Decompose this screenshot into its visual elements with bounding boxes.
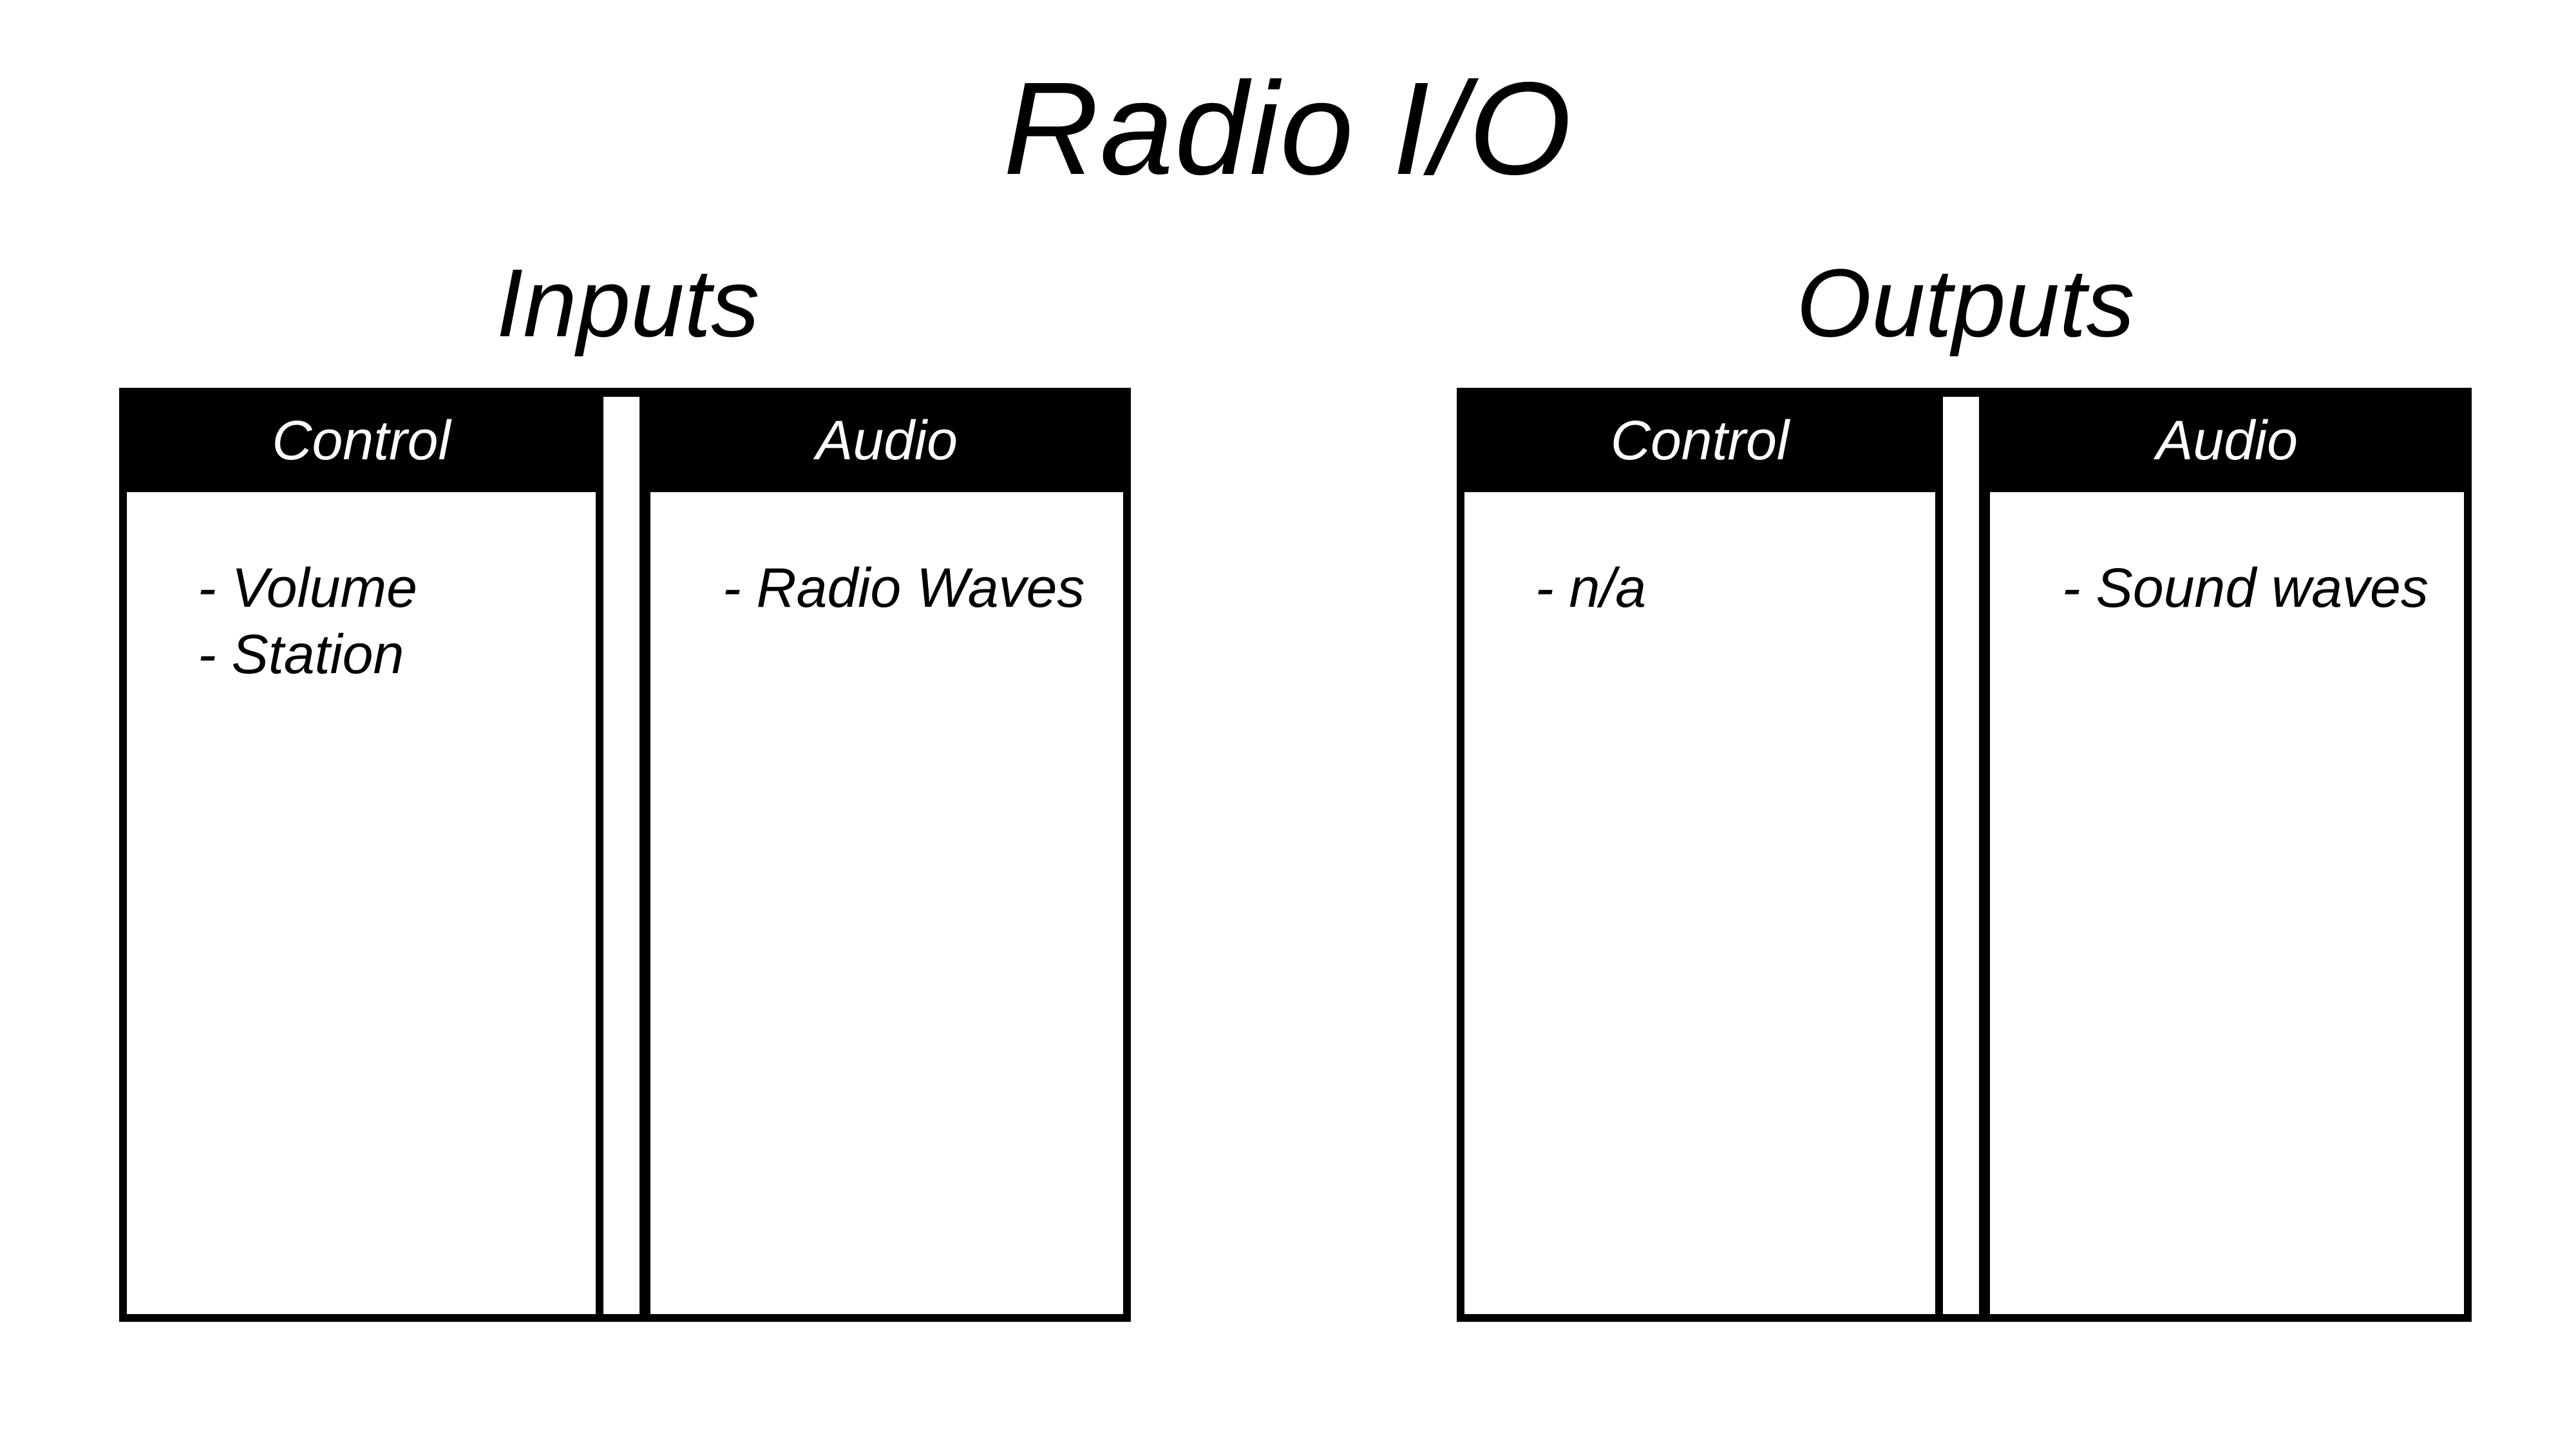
outputs-column-divider-top — [1935, 388, 1987, 397]
inputs-control-list: - Volume - Station — [198, 555, 417, 688]
inputs-control-header: Control — [127, 396, 596, 492]
outputs-control-column: Control - n/a — [1457, 388, 1943, 1322]
list-item: - Radio Waves — [723, 557, 1085, 619]
inputs-audio-column: Audio - Radio Waves — [643, 388, 1131, 1322]
outputs-control-header: Control — [1464, 396, 1935, 492]
inputs-control-column: Control - Volume - Station — [119, 388, 603, 1322]
diagram-title: Radio I/O — [1003, 55, 1573, 202]
list-item: - Station — [198, 624, 404, 685]
outputs-heading: Outputs — [1796, 249, 2135, 357]
list-item: - Volume — [198, 557, 417, 619]
list-item: - n/a — [1535, 557, 1647, 619]
inputs-audio-list: - Radio Waves — [723, 555, 1084, 622]
list-item: - Sound waves — [2062, 557, 2429, 619]
inputs-audio-header: Audio — [650, 396, 1123, 492]
outputs-audio-header: Audio — [1990, 396, 2464, 492]
outputs-audio-list: - Sound waves — [2062, 555, 2429, 622]
outputs-column-divider — [1935, 388, 1987, 1322]
inputs-heading: Inputs — [496, 249, 760, 357]
inputs-column-divider — [596, 388, 647, 1322]
outputs-audio-column: Audio - Sound waves — [1982, 388, 2472, 1322]
inputs-column-divider-top — [596, 388, 647, 397]
outputs-control-list: - n/a — [1535, 555, 1646, 622]
